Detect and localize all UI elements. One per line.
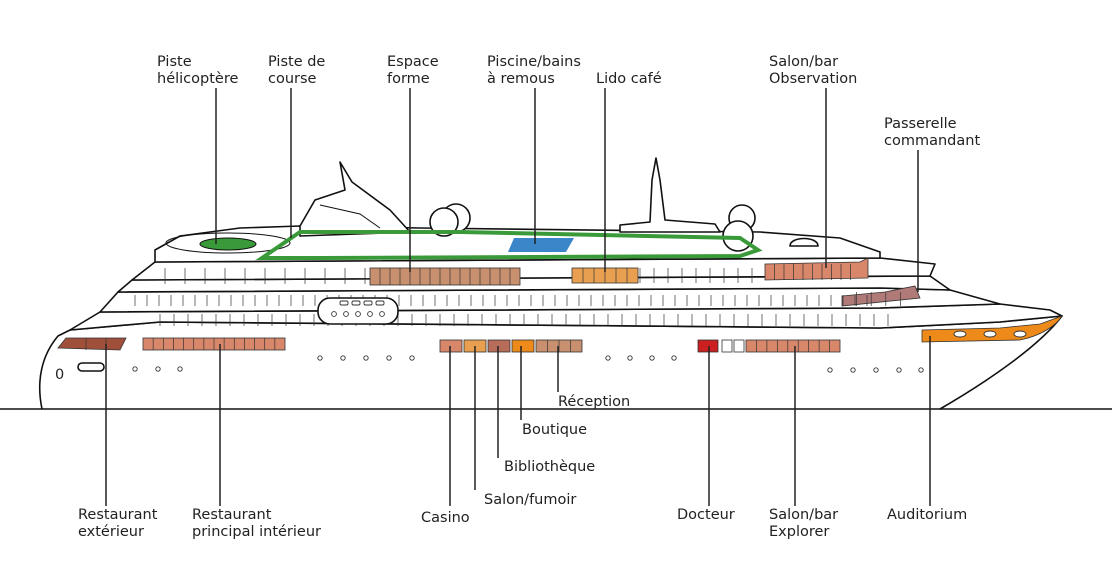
helipad-mark — [199, 237, 257, 251]
hull — [38, 315, 1063, 410]
label-boutique: Boutique — [522, 422, 587, 438]
pool — [508, 238, 574, 252]
leader-lines — [105, 88, 931, 506]
label-auditorium: Auditorium — [887, 507, 967, 523]
label-casino: Casino — [421, 510, 470, 526]
helipad-ring — [165, 232, 291, 254]
hull-mark: 0 — [55, 367, 64, 383]
running-track — [255, 230, 763, 260]
mast — [619, 157, 721, 233]
observation-blocks — [764, 257, 869, 281]
observation-dome — [789, 237, 819, 247]
hawse-pipe — [77, 362, 105, 372]
funnel — [299, 161, 411, 237]
label-doctor: Docteur — [677, 507, 735, 523]
fitness-blocks — [369, 267, 521, 286]
boutique-block — [511, 339, 535, 353]
explorer-block — [745, 339, 841, 353]
funnel-detail — [319, 204, 381, 229]
dome-2 — [429, 207, 459, 237]
label-reception: Réception — [558, 394, 630, 410]
label-library: Bibliothèque — [504, 459, 595, 475]
library-block — [487, 339, 511, 353]
casino-block — [439, 339, 463, 353]
lifeboat-windows — [331, 300, 385, 317]
doctor-block — [697, 339, 719, 353]
label-smoking: Salon/fumoir — [484, 492, 576, 508]
outdoor-restaurant-block — [57, 337, 127, 351]
white-block-a — [721, 339, 733, 353]
label-lido: Lido café — [596, 71, 662, 87]
deck-4 — [117, 275, 951, 293]
room-dividers — [85, 264, 901, 352]
portholes — [132, 330, 1027, 373]
white-block-b — [733, 339, 745, 353]
